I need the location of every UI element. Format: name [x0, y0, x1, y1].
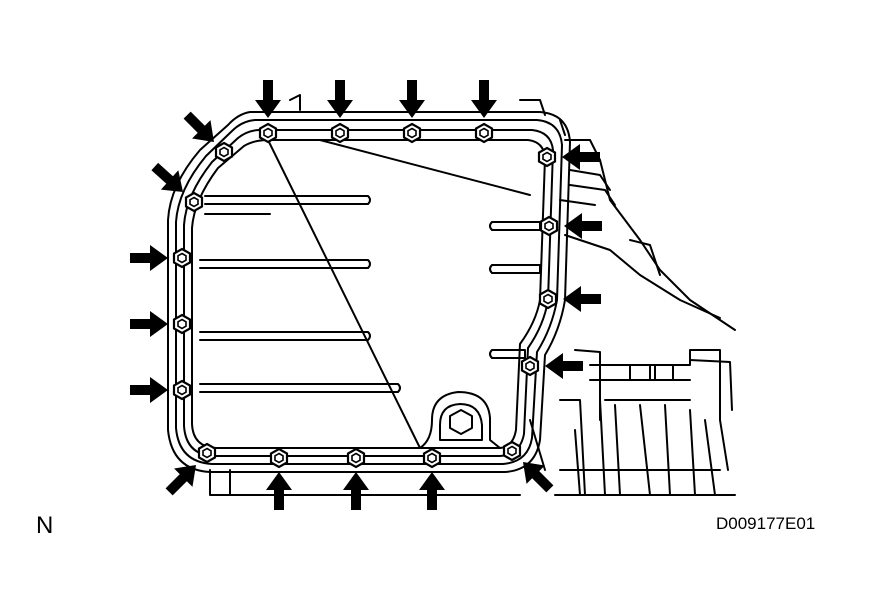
bolt-left-1 [172, 247, 192, 269]
bolt-left-2 [172, 313, 192, 335]
bolt-callouts [130, 80, 602, 510]
arrow-icon [564, 213, 602, 239]
arrow-icon [130, 311, 168, 337]
bolt-right-4 [520, 355, 540, 377]
bolt-left-3 [172, 379, 192, 401]
bolt-top-1 [258, 122, 278, 144]
bolt-bottom-2 [346, 447, 366, 469]
arrow-icon [177, 105, 224, 152]
bolt-top-3 [402, 122, 422, 144]
arrow-icon [266, 472, 292, 510]
arrow-icon [419, 472, 445, 510]
bolt-bottom-3 [422, 447, 442, 469]
arrow-icon [130, 377, 168, 403]
pan-flange-outer [167, 111, 571, 473]
bolt-right-3 [538, 288, 558, 310]
pan-flange-middle [175, 119, 563, 465]
figure-code: D009177E01 [716, 514, 816, 533]
bolt-bottom-left-corner [197, 442, 217, 464]
pan-inner-rim [191, 139, 546, 449]
bolt-right-2 [539, 215, 559, 237]
bolt-top-2 [330, 122, 350, 144]
arrow-icon [146, 156, 192, 202]
bolt-bottom-1 [269, 447, 289, 469]
arrow-icon [563, 286, 601, 312]
arrow-icon [343, 472, 369, 510]
transmission-housing [209, 94, 736, 496]
arrow-icon [545, 353, 583, 379]
corner-letter: N [36, 512, 54, 539]
pan-ribs [199, 195, 541, 393]
bolt-right-1 [537, 146, 557, 168]
bolt-upper-left-1 [214, 141, 234, 163]
drain-plug [439, 403, 483, 441]
arrow-icon [513, 452, 560, 499]
pan-flange-inner [183, 129, 554, 457]
bolt-bottom-right-corner [502, 440, 522, 462]
pan-crease [319, 139, 531, 196]
bolt-upper-left-2 [184, 191, 204, 213]
arrow-icon [130, 245, 168, 271]
bolt-top-4 [474, 122, 494, 144]
